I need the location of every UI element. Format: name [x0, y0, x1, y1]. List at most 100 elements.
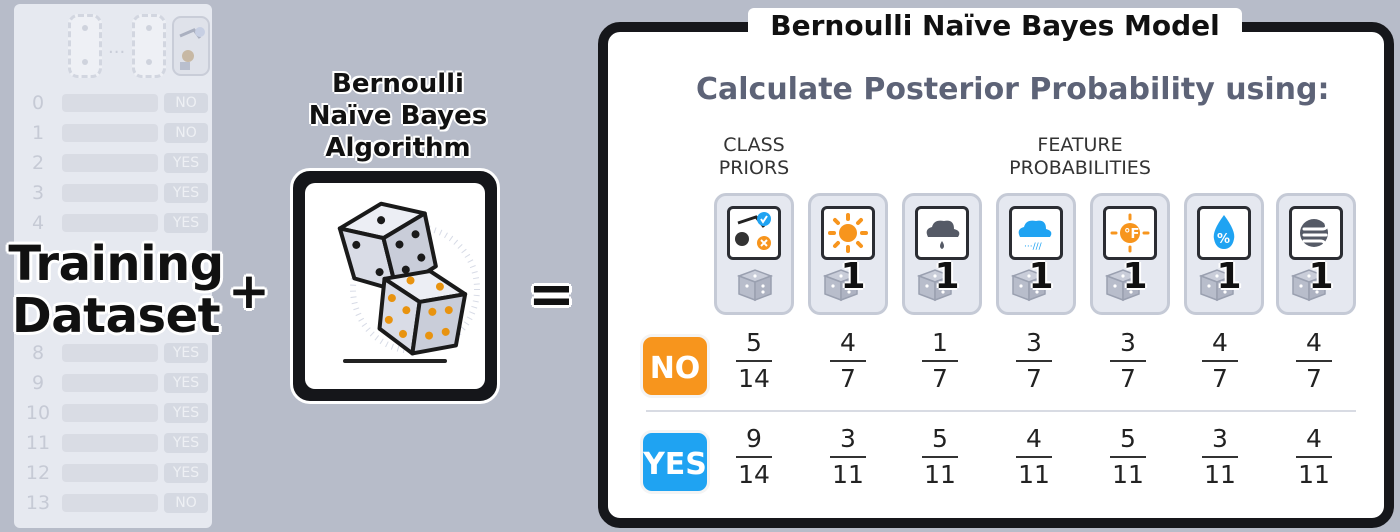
die-icon	[1103, 264, 1143, 304]
fraction-numerator: 3	[1212, 424, 1228, 453]
header-ellipsis: ...	[108, 37, 126, 58]
fraction-bar	[1016, 360, 1052, 362]
row-features-bar	[62, 154, 158, 172]
plus-operator: +	[228, 262, 270, 320]
row-index: 9	[31, 372, 45, 394]
row-index: 3	[31, 182, 45, 204]
fraction-bar	[736, 456, 772, 458]
feature-probabilities-label-line2: PROBABILITIES	[1009, 157, 1151, 179]
feature-count: 1	[934, 256, 960, 297]
class-priors-label: CLASS PRIORS	[708, 134, 800, 180]
row-index: 8	[31, 342, 45, 364]
class-priors-label-line2: PRIORS	[718, 157, 790, 179]
algorithm-card-inner	[305, 183, 485, 389]
target-column-icon	[172, 16, 210, 76]
fraction-bar	[830, 360, 866, 362]
hot-temperature-icon: °F	[1103, 206, 1157, 260]
dataset-row: 8 YES	[14, 340, 212, 366]
fraction-bar	[1296, 456, 1332, 458]
fraction-bar	[736, 360, 772, 362]
svg-text:···///: ···///	[1024, 242, 1043, 252]
fraction-bar	[922, 456, 958, 458]
training-dataset-title: Training Dataset	[0, 238, 232, 342]
fraction-bar	[1110, 360, 1146, 362]
fraction-numerator: 5	[932, 424, 948, 453]
die-icon	[1289, 264, 1329, 304]
feature-column-header	[132, 14, 166, 78]
row-class-label: YES	[164, 433, 208, 453]
class-prior-card	[714, 193, 794, 315]
fraction-numerator: 9	[746, 424, 762, 453]
feature-probabilities-label-line1: FEATURE	[1037, 134, 1123, 156]
class-priors-label-line1: CLASS	[723, 134, 785, 156]
fraction-numerator: 5	[746, 328, 762, 357]
row-features-bar	[62, 344, 158, 362]
row-features-bar	[62, 214, 158, 232]
row-features-bar	[62, 434, 158, 452]
row-class-label: YES	[164, 153, 208, 173]
fraction-denominator: 14	[738, 364, 770, 393]
fraction-denominator: 7	[932, 364, 948, 393]
fraction-denominator: 7	[1026, 364, 1042, 393]
humidity-drop-icon: %	[1197, 206, 1251, 260]
training-title-line1: Training	[8, 236, 224, 292]
row-index: 2	[31, 152, 45, 174]
card-footer-line	[343, 359, 447, 363]
model-title: Bernoulli Naïve Bayes Model	[748, 8, 1242, 44]
row-features-bar	[62, 94, 158, 112]
feature-probabilities-label: FEATURE PROBABILITIES	[970, 134, 1190, 180]
dataset-row: 3 YES	[14, 180, 212, 206]
row-class-label: NO	[164, 123, 208, 143]
row-index: 12	[25, 462, 51, 484]
class-divider	[646, 410, 1356, 412]
fraction-denominator: 7	[840, 364, 856, 393]
row-features-bar	[62, 464, 158, 482]
sun-icon	[821, 206, 875, 260]
fraction-denominator: 7	[1120, 364, 1136, 393]
class-no-badge: NO	[640, 334, 710, 398]
row-features-bar	[62, 184, 158, 202]
algorithm-title-line2: Naïve Bayes	[308, 101, 488, 131]
fraction-denominator: 7	[1212, 364, 1228, 393]
fraction-numerator: 3	[1026, 328, 1042, 357]
dataset-row: 2 YES	[14, 150, 212, 176]
fraction-numerator: 4	[840, 328, 856, 357]
die-icon	[1009, 264, 1049, 304]
fraction-bar	[1202, 360, 1238, 362]
fraction-denominator: 11	[1018, 460, 1050, 489]
row-class-label: YES	[164, 373, 208, 393]
die-icon	[1197, 264, 1237, 304]
fraction-bar	[1016, 456, 1052, 458]
fraction-numerator: 4	[1026, 424, 1042, 453]
fraction-numerator: 4	[1306, 328, 1322, 357]
row-class-label: YES	[164, 213, 208, 233]
feature-card: 1	[902, 193, 982, 315]
calculation-heading: Calculate Posterior Probability using:	[696, 72, 1330, 107]
fraction-bar	[1202, 456, 1238, 458]
row-class-label: NO	[164, 493, 208, 513]
fraction-numerator: 4	[1212, 328, 1228, 357]
feature-count: 1	[1028, 256, 1054, 297]
row-class-label: YES	[164, 463, 208, 483]
algorithm-title-line1: Bernoulli	[332, 69, 464, 99]
row-class-label: YES	[164, 343, 208, 363]
feature-card: 1	[808, 193, 888, 315]
row-class-label: YES	[164, 183, 208, 203]
feature-card: %1	[1184, 193, 1264, 315]
fraction-bar	[830, 456, 866, 458]
golf-outcome-icon	[727, 206, 781, 260]
training-title-line2: Dataset	[11, 288, 221, 344]
